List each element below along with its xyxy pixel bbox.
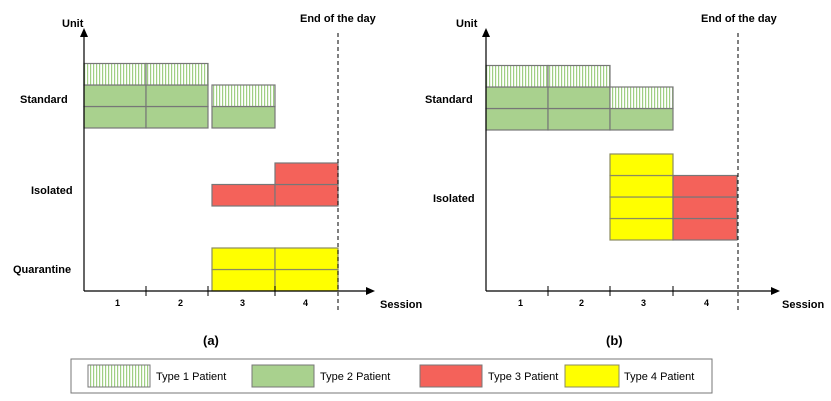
panel-b-session-label-2: 2 xyxy=(579,298,584,308)
legend: Type 1 Patient Type 2 Patient Type 3 Pat… xyxy=(70,358,713,394)
block-standard-s2-l0-type-2 xyxy=(145,105,209,129)
block-standard-s2-l0-type-2 xyxy=(547,107,611,131)
block-quarantine-s4-l0-type-4 xyxy=(274,268,339,292)
block-isolated-s4-l2-type-3 xyxy=(672,174,738,198)
block-standard-s1-l2-type-1 xyxy=(485,64,549,88)
panel-a-session-label-2: 2 xyxy=(178,298,183,308)
block-standard-s3-l1-type-1 xyxy=(609,86,674,110)
legend-swatch-type-1 xyxy=(87,364,151,388)
panel-b-end-of-day-label: End of the day xyxy=(701,13,778,25)
block-isolated-s4-l1-type-3 xyxy=(274,162,339,186)
legend-swatch-type-4 xyxy=(564,364,620,388)
legend-swatch-type-3 xyxy=(419,364,483,388)
block-isolated-s3-l0-type-3 xyxy=(211,183,276,207)
block-standard-s1-l0-type-2 xyxy=(485,107,549,131)
panel-a-end-of-day-label: End of the day xyxy=(300,13,377,25)
panel-b-y-axis-label: Unit xyxy=(456,18,478,30)
block-standard-s2-l1-type-2 xyxy=(145,84,209,108)
block-quarantine-s4-l1-type-4 xyxy=(274,247,339,271)
legend-label-type-2: Type 2 Patient xyxy=(320,371,390,383)
block-quarantine-s3-l0-type-4 xyxy=(211,268,276,292)
block-standard-s2-l2-type-1 xyxy=(145,62,209,86)
block-isolated-s4-l0-type-3 xyxy=(672,217,738,241)
block-standard-s3-l0-type-2 xyxy=(211,105,276,129)
panel-a-y-axis-label: Unit xyxy=(62,18,84,30)
panel-b-session-ticks xyxy=(547,286,674,296)
panel-b-x-axis-arrow xyxy=(771,287,780,295)
panel-a-blocks xyxy=(83,62,339,292)
legend-label-type-3: Type 3 Patient xyxy=(488,371,558,383)
panel-b-session-label-4: 4 xyxy=(704,298,709,308)
block-isolated-s3-l0-type-4 xyxy=(609,217,674,241)
block-standard-s1-l2-type-1 xyxy=(83,62,147,86)
panel-a-y-axis-arrow xyxy=(80,28,88,37)
panel-b-y-axis-arrow xyxy=(482,28,490,37)
panel-b-unit-isolated: Isolated xyxy=(433,193,475,205)
block-standard-s1-l1-type-2 xyxy=(83,84,147,108)
panel-a-x-axis-label: Session xyxy=(380,299,422,311)
block-standard-s2-l1-type-2 xyxy=(547,86,611,110)
block-standard-s1-l0-type-2 xyxy=(83,105,147,129)
block-quarantine-s3-l1-type-4 xyxy=(211,247,276,271)
panel-a-caption: (a) xyxy=(203,333,219,348)
panel-a-x-axis-arrow xyxy=(366,287,375,295)
legend-label-type-1: Type 1 Patient xyxy=(156,371,226,383)
legend-label-type-4: Type 4 Patient xyxy=(624,371,694,383)
panel-b-session-label-1: 1 xyxy=(518,298,523,308)
panel-b: Unit End of the day Session Standard Iso… xyxy=(425,13,824,348)
panel-a-session-ticks xyxy=(145,286,276,296)
panel-a-unit-standard: Standard xyxy=(20,94,68,106)
legend-swatch-type-2 xyxy=(251,364,315,388)
panel-b-caption: (b) xyxy=(606,333,623,348)
block-standard-s1-l1-type-2 xyxy=(485,86,549,110)
block-isolated-s4-l1-type-3 xyxy=(672,196,738,220)
block-standard-s3-l0-type-2 xyxy=(609,107,674,131)
panel-b-session-label-3: 3 xyxy=(641,298,646,308)
block-isolated-s3-l2-type-4 xyxy=(609,174,674,198)
panel-b-x-axis-label: Session xyxy=(782,299,824,311)
block-standard-s2-l2-type-1 xyxy=(547,64,611,88)
panel-a-session-label-4: 4 xyxy=(303,298,308,308)
panel-a: Unit End of the day Session Standard Iso… xyxy=(13,13,422,348)
panel-a-unit-quarantine: Quarantine xyxy=(13,264,71,276)
panel-b-unit-standard: Standard xyxy=(425,94,473,106)
block-standard-s3-l1-type-1 xyxy=(211,84,276,108)
panel-b-blocks xyxy=(485,64,738,241)
panel-a-session-label-3: 3 xyxy=(240,298,245,308)
panel-a-session-label-1: 1 xyxy=(115,298,120,308)
block-isolated-s4-l0-type-3 xyxy=(274,183,339,207)
block-isolated-s3-l3-type-4 xyxy=(609,153,674,177)
block-isolated-s3-l1-type-4 xyxy=(609,196,674,220)
panel-a-unit-isolated: Isolated xyxy=(31,185,73,197)
